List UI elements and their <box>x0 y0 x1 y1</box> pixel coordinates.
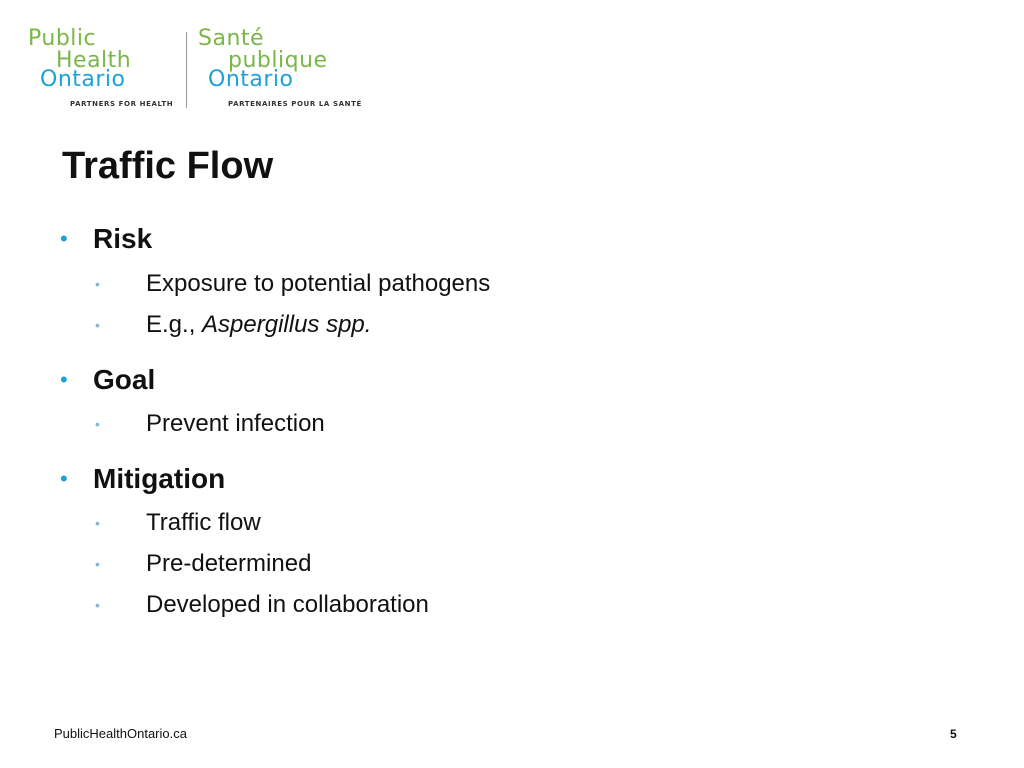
logo-fr-line2: publique <box>228 48 328 73</box>
logo-fr-line3: Ontario <box>208 67 294 92</box>
list-item-text: Prevent infection <box>146 410 325 437</box>
sub-bullet-icon: • <box>95 556 100 572</box>
list-item-text: Pre-determined <box>146 550 312 577</box>
sub-bullet-icon: • <box>95 276 100 292</box>
list-item-text: E.g., Aspergillus spp. <box>146 312 371 338</box>
sub-bullet-icon: • <box>95 416 100 432</box>
list-item-text: Traffic flow <box>146 509 261 536</box>
sub-bullet-icon: • <box>95 515 100 531</box>
section-heading-text: Mitigation <box>93 463 226 494</box>
section-heading-text: Risk <box>93 223 153 254</box>
logo-fr-tagline: PARTENAIRES POUR LA SANTÉ <box>228 100 362 108</box>
section-heading-text: Goal <box>93 364 156 395</box>
logo-fr-line1: Santé <box>198 26 265 51</box>
list-item-text: Developed in collaboration <box>146 591 429 618</box>
pathogen-name: Aspergillus spp. <box>202 311 372 338</box>
sub-bullet-icon: • <box>95 597 100 613</box>
logo-divider <box>186 32 187 108</box>
logo-en-line2: Health <box>56 48 132 73</box>
logo-en-line1: Public <box>28 26 97 51</box>
bullet-icon: • <box>60 226 68 251</box>
bullet-icon: • <box>60 367 68 392</box>
footer-website: PublicHealthOntario.ca <box>54 726 187 741</box>
logo-en-tagline: PARTNERS FOR HEALTH <box>70 100 174 108</box>
logo-en-line3: Ontario <box>40 67 126 92</box>
public-health-ontario-logo: Public Health Ontario PARTNERS FOR HEALT… <box>28 28 368 110</box>
list-item-text: Exposure to potential pathogens <box>146 270 491 297</box>
page-number: 5 <box>950 727 957 741</box>
bullet-icon: • <box>60 466 68 491</box>
slide-title: Traffic Flow <box>62 145 274 187</box>
example-prefix: E.g., <box>146 311 203 338</box>
sub-bullet-icon: • <box>95 317 100 333</box>
